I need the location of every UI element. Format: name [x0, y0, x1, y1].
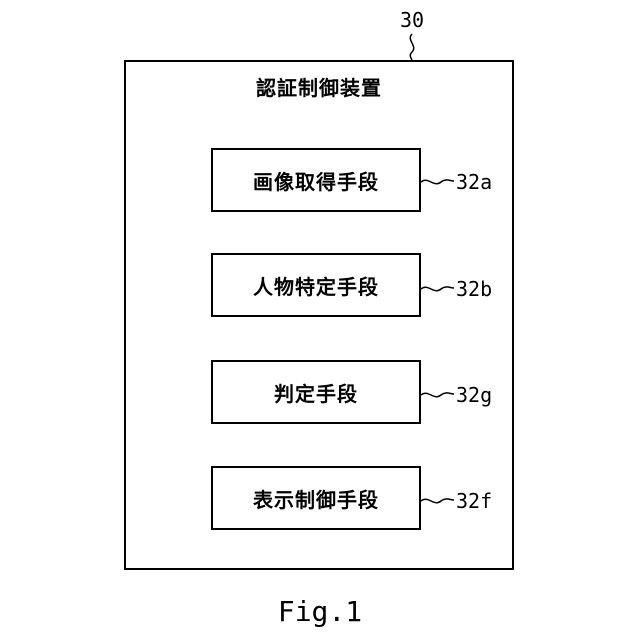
person-identification-means-box: 人物特定手段 [211, 253, 421, 317]
leader-30 [410, 34, 414, 61]
ref-label-32g: 32g [456, 385, 492, 405]
determination-means-box: 判定手段 [211, 360, 421, 424]
figure-caption: Fig.1 [0, 596, 640, 628]
ref-label-32a: 32a [456, 172, 492, 192]
image-acquisition-means-box: 画像取得手段 [211, 148, 421, 212]
ref-label-30: 30 [400, 10, 424, 30]
ref-label-32f: 32f [456, 491, 492, 511]
display-control-means-box: 表示制御手段 [211, 466, 421, 530]
ref-label-32b: 32b [456, 279, 492, 299]
device-title: 認証制御装置 [124, 72, 514, 101]
